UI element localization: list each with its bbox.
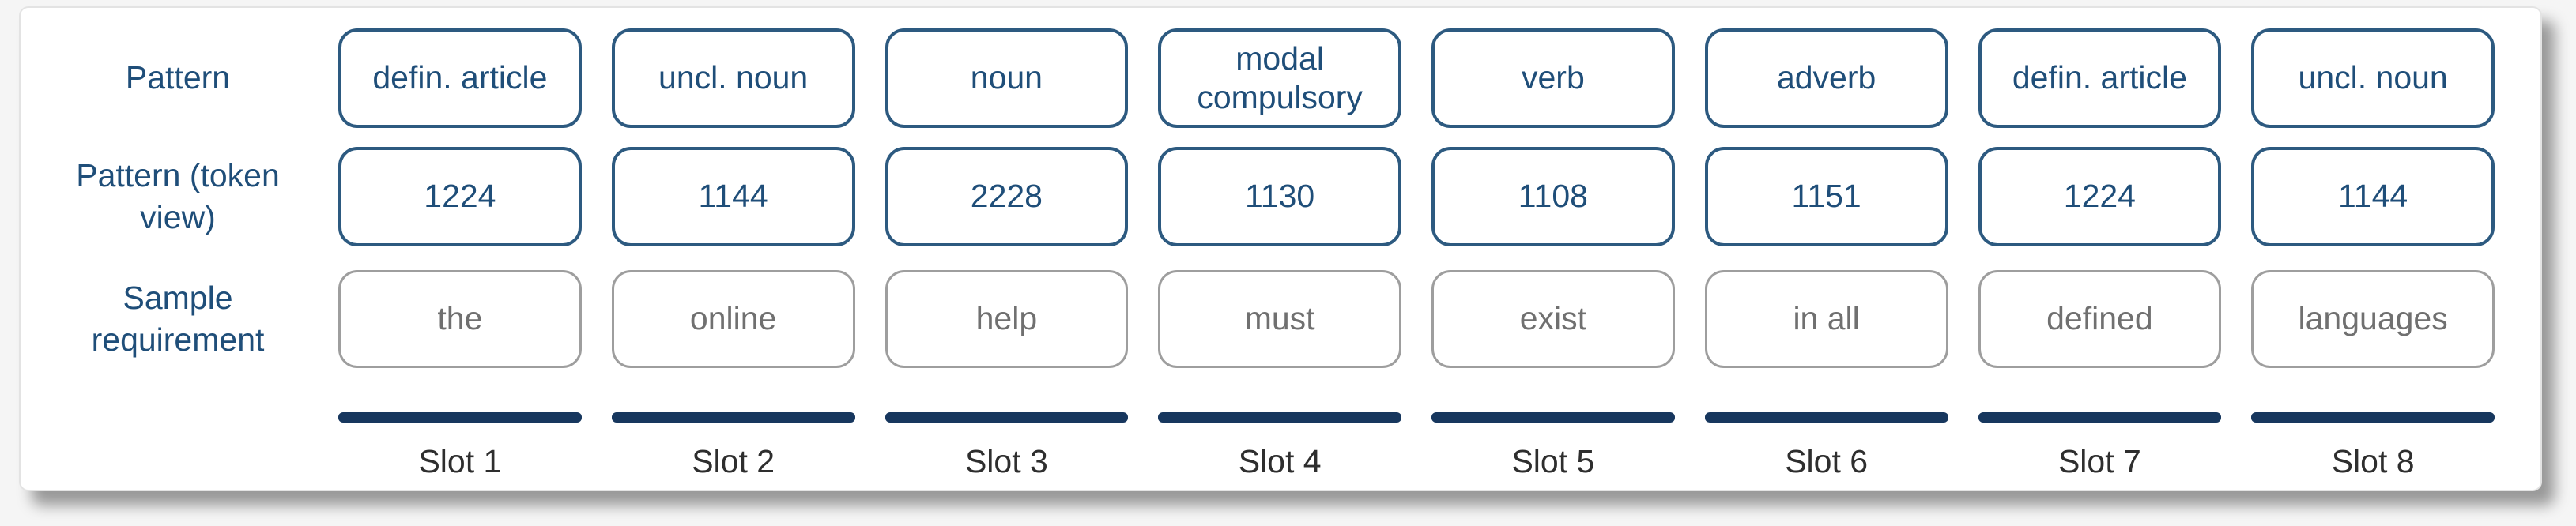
pattern-box: defin. article	[1978, 28, 2222, 128]
slot-bars-spacer	[47, 412, 308, 423]
slot-labels-row: Slot 1 Slot 2 Slot 3 Slot 4 Slot 5 Slot …	[47, 441, 2495, 480]
slot-bar	[1978, 412, 2222, 423]
slot-bar	[611, 412, 855, 423]
sample-box: exist	[1431, 270, 1675, 368]
sample-requirement-row: Sample requirement the online help must …	[47, 270, 2495, 368]
pattern-box: adverb	[1704, 28, 1948, 128]
sample-box: must	[1158, 270, 1401, 368]
slot-label: Slot 3	[964, 443, 1048, 479]
slot-label: Slot 4	[1238, 443, 1322, 479]
sample-box: defined	[1978, 270, 2222, 368]
slot-bar	[884, 412, 1129, 423]
slot-labels-spacer	[47, 441, 308, 480]
pattern-row: Pattern defin. article uncl. noun noun m…	[47, 28, 2495, 128]
sample-box: help	[884, 270, 1129, 368]
row-label-pattern: Pattern	[125, 59, 231, 96]
sample-box: online	[611, 270, 855, 368]
slot-bar	[338, 412, 582, 423]
token-view-row: Pattern (token view) 1224 1144 2228 1130…	[47, 147, 2495, 246]
pattern-box: modal compulsory	[1158, 28, 1401, 128]
token-box: 1144	[611, 147, 855, 246]
pattern-box: defin. article	[338, 28, 582, 128]
slot-bar	[2251, 412, 2495, 423]
slot-bar	[1158, 412, 1401, 423]
token-box: 1224	[1978, 147, 2222, 246]
sample-box: the	[338, 270, 582, 368]
row-label-token-view: Pattern (token view)	[76, 156, 280, 235]
sample-box: languages	[2251, 270, 2495, 368]
pattern-box: uncl. noun	[2251, 28, 2495, 128]
pattern-box: noun	[884, 28, 1129, 128]
slot-bar	[1704, 412, 1948, 423]
token-box: 1224	[338, 147, 582, 246]
token-box: 1151	[1704, 147, 1948, 246]
slot-bar	[1431, 412, 1675, 423]
figure-card: Pattern defin. article uncl. noun noun m…	[19, 6, 2542, 491]
slot-label: Slot 1	[418, 443, 502, 479]
pattern-box: uncl. noun	[611, 28, 855, 128]
slot-label: Slot 6	[1785, 443, 1869, 479]
slot-label: Slot 7	[2057, 443, 2141, 479]
token-box: 2228	[884, 147, 1129, 246]
row-label-sample-requirement: Sample requirement	[91, 279, 265, 358]
slot-bars-row	[47, 412, 2495, 423]
slot-label: Slot 5	[1511, 443, 1595, 479]
slot-label: Slot 8	[2331, 443, 2415, 479]
token-box: 1144	[2251, 147, 2495, 246]
token-box: 1130	[1158, 147, 1401, 246]
token-box: 1108	[1431, 147, 1675, 246]
pattern-box: verb	[1431, 28, 1675, 128]
sample-box: in all	[1704, 270, 1948, 368]
slot-label: Slot 2	[692, 443, 775, 479]
